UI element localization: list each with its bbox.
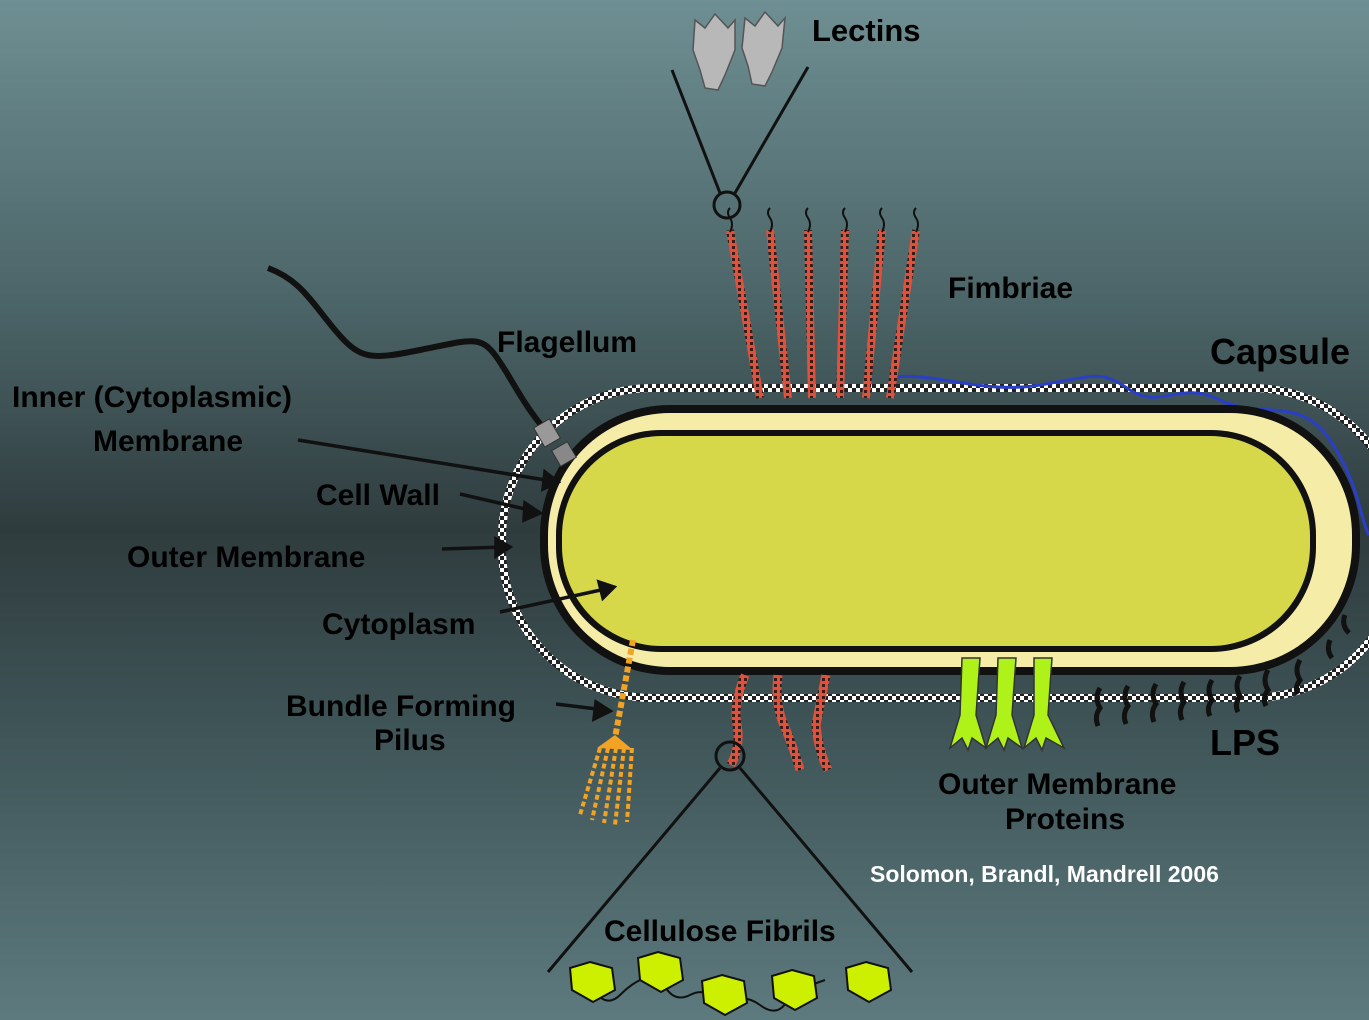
bundle-pilus-label-line2: Pilus (374, 724, 446, 757)
cellulose-hexagon (772, 970, 817, 1010)
outer-membrane-proteins (950, 658, 1064, 750)
omp-label-line1: Outer Membrane (938, 768, 1176, 801)
lps-label: LPS (1210, 722, 1280, 763)
fimbriae (728, 208, 918, 398)
credit-text: Solomon, Brandl, Mandrell 2006 (870, 861, 1219, 887)
cellulose-hexagon (846, 962, 891, 1002)
cellulose-hexagon (570, 962, 615, 1002)
omp-label-line2: Proteins (1005, 803, 1125, 836)
lectin-zoom (672, 12, 808, 218)
inner-membrane-label-line1: Inner (Cytoplasmic) (12, 381, 292, 414)
cellulose-zoom (548, 742, 912, 1015)
capsule-label: Capsule (1210, 331, 1350, 372)
outer-membrane-label: Outer Membrane (127, 541, 365, 574)
cellulose-label: Cellulose Fibrils (604, 915, 836, 948)
cytoplasm (562, 436, 1310, 646)
cytoplasm-label: Cytoplasm (322, 608, 475, 641)
cellulose-hexagon (702, 975, 747, 1015)
cellulose-strands (731, 675, 828, 770)
lectins-label: Lectins (812, 13, 921, 48)
fimbriae-label: Fimbriae (948, 272, 1073, 305)
lectin-shape-1 (693, 14, 735, 90)
inner-membrane-label-line2: Membrane (93, 425, 243, 458)
bundle-forming-pilus (580, 640, 633, 825)
cell-wall-label: Cell Wall (316, 479, 440, 512)
cellulose-hexagon (638, 952, 683, 992)
bundle-pilus-label-line1: Bundle Forming (286, 690, 516, 723)
lectin-shape-2 (742, 12, 785, 86)
flagellum-label: Flagellum (497, 326, 637, 359)
